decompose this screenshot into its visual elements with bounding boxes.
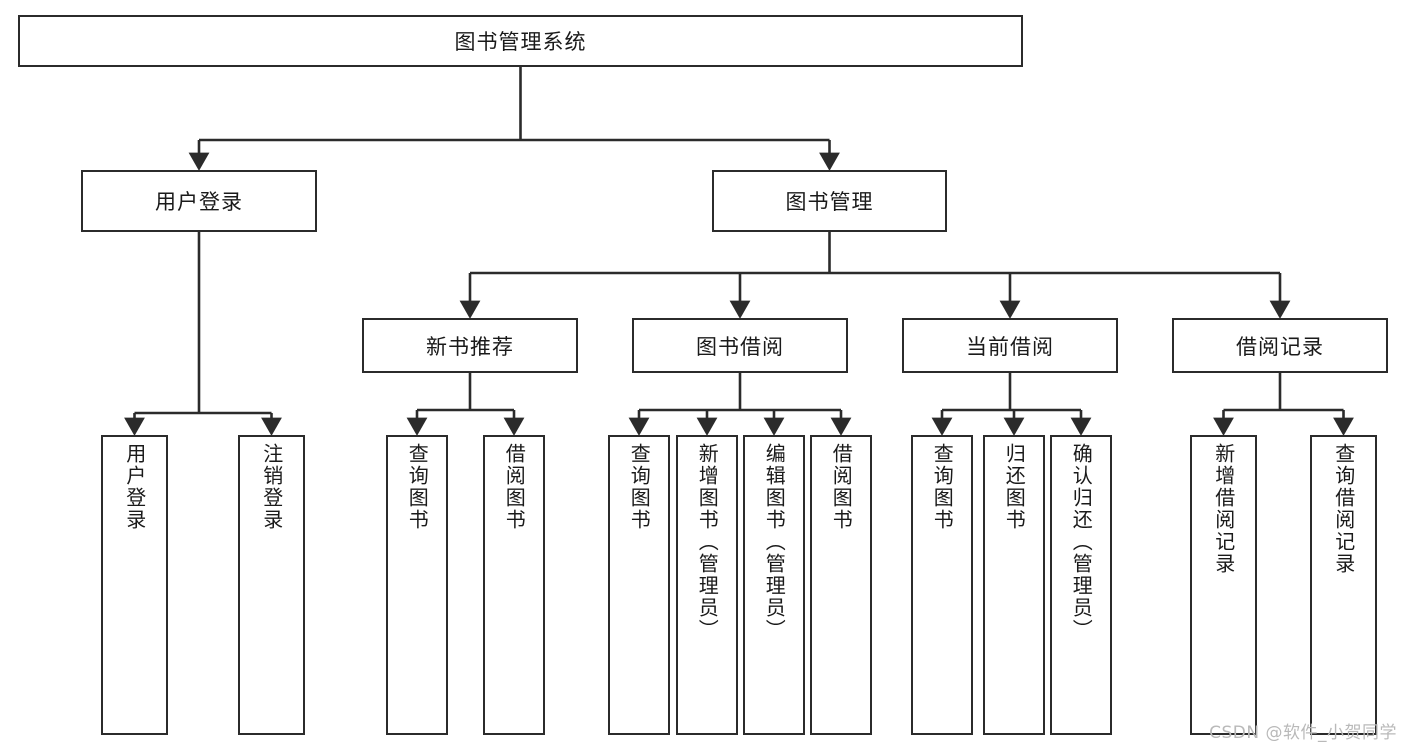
node-label: 用户登录 [122, 443, 147, 531]
node-root-图书管理系统[interactable]: 图书管理系统 [18, 15, 1023, 67]
node-label: 确认归还（管理员） [1069, 443, 1094, 641]
node-leaf-注销登录-1[interactable]: 注销登录 [238, 435, 305, 735]
node-label: 借阅图书 [502, 443, 527, 531]
node-l3-当前借阅[interactable]: 当前借阅 [902, 318, 1118, 373]
node-label: 查询图书 [627, 443, 652, 531]
node-leaf-查询借阅记录-12[interactable]: 查询借阅记录 [1310, 435, 1377, 735]
node-label: 图书管理 [785, 190, 874, 214]
node-l2-图书管理[interactable]: 图书管理 [712, 170, 947, 232]
node-leaf-用户登录-0[interactable]: 用户登录 [101, 435, 168, 735]
node-label: 借阅图书 [829, 443, 854, 531]
node-label: 新增借阅记录 [1211, 443, 1236, 575]
node-l2-用户登录[interactable]: 用户登录 [81, 170, 317, 232]
node-leaf-查询图书-2[interactable]: 查询图书 [386, 435, 448, 735]
node-label: 借阅记录 [1236, 334, 1324, 359]
node-label: 编辑图书（管理员） [762, 443, 787, 641]
node-leaf-查询图书-8[interactable]: 查询图书 [911, 435, 973, 735]
node-label: 图书管理系统 [454, 30, 587, 54]
node-leaf-新增图书管理员-5[interactable]: 新增图书（管理员） [676, 435, 738, 735]
node-leaf-编辑图书管理员-6[interactable]: 编辑图书（管理员） [743, 435, 805, 735]
node-l3-借阅记录[interactable]: 借阅记录 [1172, 318, 1388, 373]
node-label: 新增图书（管理员） [695, 443, 720, 641]
node-label: 注销登录 [259, 443, 284, 531]
node-label: 用户登录 [155, 190, 243, 214]
node-label: 归还图书 [1002, 443, 1027, 531]
node-l3-图书借阅[interactable]: 图书借阅 [632, 318, 848, 373]
node-leaf-借阅图书-3[interactable]: 借阅图书 [483, 435, 545, 735]
node-label: 当前借阅 [966, 334, 1054, 359]
node-leaf-确认归还管理员-10[interactable]: 确认归还（管理员） [1050, 435, 1112, 735]
node-l3-新书推荐[interactable]: 新书推荐 [362, 318, 578, 373]
node-label: 查询借阅记录 [1331, 443, 1356, 575]
node-label: 查询图书 [405, 443, 430, 531]
node-label: 图书借阅 [696, 334, 784, 359]
node-leaf-新增借阅记录-11[interactable]: 新增借阅记录 [1190, 435, 1257, 735]
watermark-label: CSDN @软件_小贺同学 [1209, 723, 1397, 743]
node-label: 新书推荐 [426, 334, 514, 359]
node-label: 查询图书 [930, 443, 955, 531]
node-leaf-查询图书-4[interactable]: 查询图书 [608, 435, 670, 735]
node-leaf-借阅图书-7[interactable]: 借阅图书 [810, 435, 872, 735]
node-leaf-归还图书-9[interactable]: 归还图书 [983, 435, 1045, 735]
